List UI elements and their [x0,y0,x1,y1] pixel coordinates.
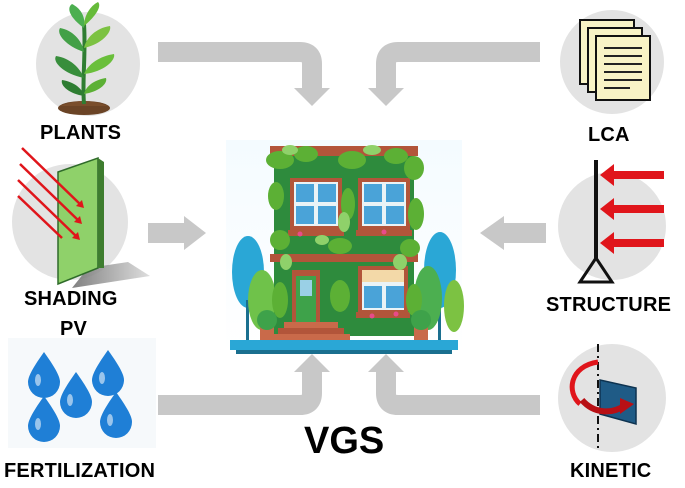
label-kinetic: KINETIC [570,460,652,482]
label-shading: SHADING [24,288,118,310]
green-building-icon [226,140,464,354]
label-pv: PV [60,318,88,340]
label-fertilization: FERTILIZATION [4,460,156,482]
structure-load-icon [558,160,666,284]
arrow-shading [148,216,206,250]
water-drops-icon [8,338,156,448]
label-plants: PLANTS [40,122,122,144]
label-lca: LCA [588,124,630,146]
arrow-structure [480,216,546,250]
rotation-panel-icon [558,344,666,452]
label-structure: STRUCTURE [546,294,672,316]
arrow-fertilization [158,354,330,415]
shading-panel-icon [12,147,150,288]
arrow-kinetic [368,354,540,415]
arrow-plants [158,42,330,106]
center-title: VGS [304,420,385,462]
arrow-lca [368,42,540,106]
documents-icon [560,10,664,114]
plant-sprout-icon [36,2,140,116]
